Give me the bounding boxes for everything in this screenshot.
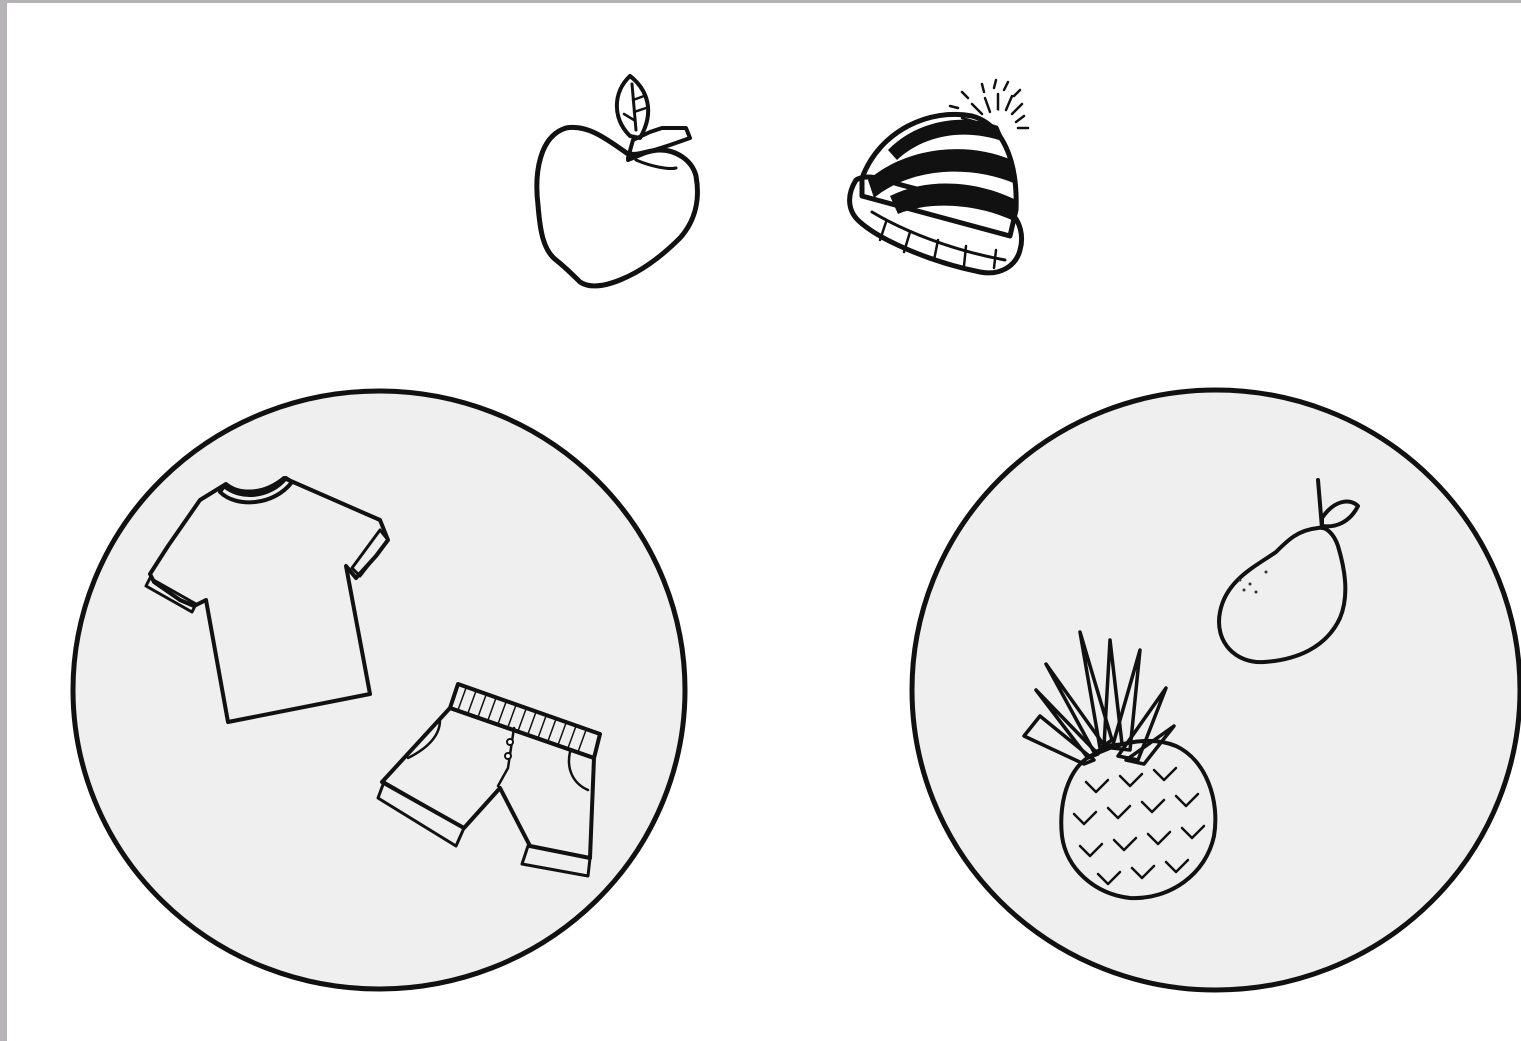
group-circle-clothes[interactable] xyxy=(73,391,685,989)
frame-top xyxy=(0,0,1521,3)
apple-icon[interactable] xyxy=(537,76,698,286)
frame-left xyxy=(0,0,7,1041)
knit-hat-icon[interactable] xyxy=(850,80,1028,273)
group-circle-fruit[interactable] xyxy=(912,390,1520,990)
